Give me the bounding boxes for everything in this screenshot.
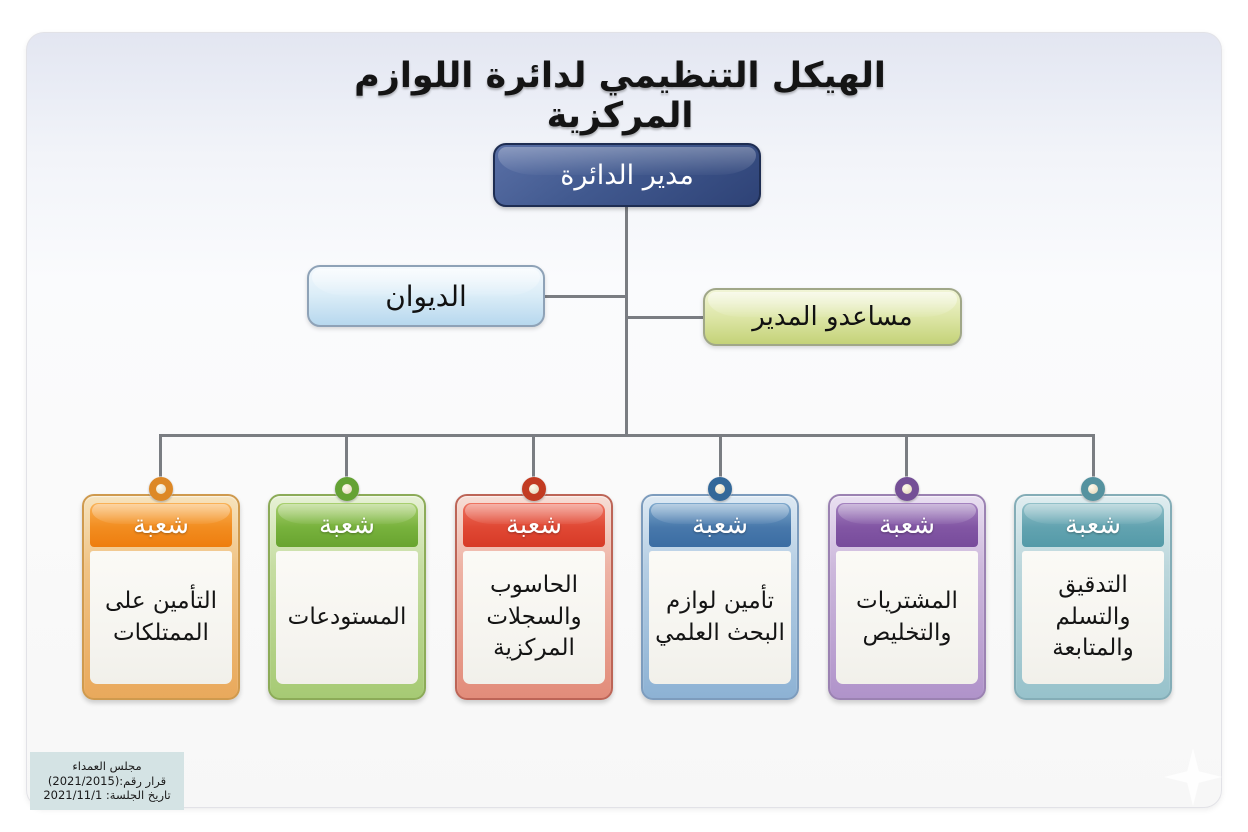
branch-header: شعبة	[276, 503, 418, 547]
branch-name: الحاسوب والسجلات المركزية	[463, 551, 605, 684]
node-diwan: الديوان	[307, 265, 545, 327]
connector-drop-6	[1092, 434, 1095, 477]
decision-stamp: مجلس العمداء قرار رقم:(2021/2015) تاريخ …	[30, 752, 184, 810]
knob-icon	[708, 477, 732, 501]
branch-name: التدقيق والتسلم والمتابعة	[1022, 551, 1164, 684]
branch-header-label: شعبة	[1064, 510, 1122, 540]
connector-diwan	[545, 295, 627, 298]
stamp-session-date: تاريخ الجلسة: 2021/11/1	[43, 788, 171, 803]
connector-drop-5	[905, 434, 908, 477]
branch-header-label: شعبة	[132, 510, 190, 540]
branch-audit-receipt-followup: شعبة التدقيق والتسلم والمتابعة	[1014, 477, 1172, 700]
branch-header: شعبة	[836, 503, 978, 547]
knob-icon	[522, 477, 546, 501]
stamp-council: مجلس العمداء	[72, 758, 142, 773]
connector-branches-horizontal	[159, 434, 1095, 437]
branch-header: شعبة	[1022, 503, 1164, 547]
branch-name: المشتريات والتخليص	[836, 551, 978, 684]
branch-name: تأمين لوازم البحث العلمي	[649, 551, 791, 684]
branch-header-label: شعبة	[878, 510, 936, 540]
node-director: مدير الدائرة	[493, 143, 761, 207]
branch-purchases-clearance: شعبة المشتريات والتخليص	[828, 477, 986, 700]
branch-warehouses: شعبة المستودعات	[268, 477, 426, 700]
connector-drop-3	[532, 434, 535, 477]
branch-computer-central-records: شعبة الحاسوب والسجلات المركزية	[455, 477, 613, 700]
branch-research-supplies: شعبة تأمين لوازم البحث العلمي	[641, 477, 799, 700]
connector-drop-4	[719, 434, 722, 477]
connector-assistants	[627, 316, 703, 319]
page-title: الهيكل التنظيمي لدائرة اللوازم المركزية	[354, 56, 886, 136]
knob-icon	[335, 477, 359, 501]
node-director-label: مدير الدائرة	[560, 159, 694, 191]
stamp-decision-number: قرار رقم:(2021/2015)	[47, 773, 167, 788]
branch-header: شعبة	[649, 503, 791, 547]
knob-icon	[149, 477, 173, 501]
branch-header: شعبة	[90, 503, 232, 547]
branch-header: شعبة	[463, 503, 605, 547]
branch-property-insurance: شعبة التأمين على الممتلكات	[82, 477, 240, 700]
knob-icon	[895, 477, 919, 501]
branch-header-label: شعبة	[691, 510, 749, 540]
branch-header-label: شعبة	[318, 510, 376, 540]
knob-icon	[1081, 477, 1105, 501]
node-diwan-label: الديوان	[385, 279, 467, 313]
connector-drop-1	[159, 434, 162, 477]
branch-name: التأمين على الممتلكات	[90, 551, 232, 684]
connector-drop-2	[345, 434, 348, 477]
branch-header-label: شعبة	[505, 510, 563, 540]
node-assistants: مساعدو المدير	[703, 288, 962, 346]
connector-root-vertical	[625, 207, 628, 436]
branch-name: المستودعات	[276, 551, 418, 684]
node-assistants-label: مساعدو المدير	[752, 302, 913, 332]
